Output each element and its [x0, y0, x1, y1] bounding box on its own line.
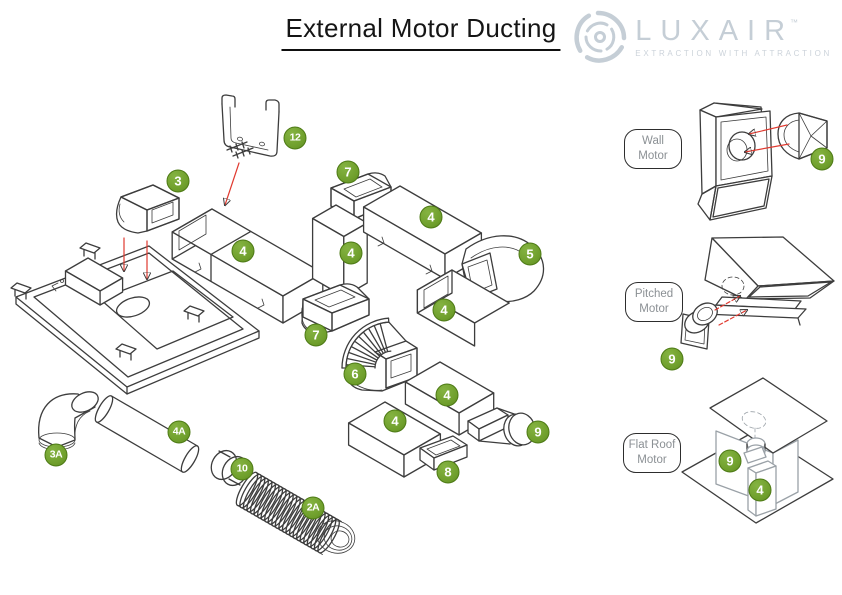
- part-badge-9: 9: [526, 420, 550, 444]
- ceiling-hood-unit: [10, 242, 260, 395]
- part-badge-12: 12: [283, 126, 307, 150]
- label-line: Motor: [639, 303, 669, 315]
- flat-duct-vertical: [311, 204, 368, 298]
- flat-elbow-7-bottom: [301, 283, 370, 335]
- part-badge-4: 4: [231, 239, 255, 263]
- part-badge-2A: 2A: [301, 496, 325, 520]
- label-flat-roof-motor: Flat Roof Motor: [623, 433, 681, 473]
- label-line: Wall: [642, 135, 664, 148]
- mounting-bracket-12: [221, 94, 280, 159]
- label-line: Pitched: [634, 288, 674, 301]
- part-badge-4: 4: [383, 409, 407, 433]
- label-line: Flat Roof: [628, 439, 676, 452]
- part-badge-5: 5: [518, 242, 542, 266]
- part-badge-10: 10: [230, 457, 254, 481]
- part-badge-4: 4: [339, 241, 363, 265]
- flexible-hose-2a: [235, 471, 356, 555]
- label-line: Motor: [638, 150, 668, 162]
- part-badge-4: 4: [432, 298, 456, 322]
- label-wall-motor: Wall Motor: [624, 129, 682, 169]
- pitched-motor-unit: [680, 236, 835, 350]
- luxair-logo: LUXAIR ™ EXTRACTION WITH ATTRACTION: [571, 8, 832, 66]
- part-badge-4: 4: [748, 478, 772, 502]
- part-badge-9: 9: [718, 449, 742, 473]
- assembly-arrows: [124, 124, 790, 326]
- part-badge-6: 6: [343, 362, 367, 386]
- wall-motor-unit: [697, 102, 828, 221]
- label-pitched-motor: Pitched Motor: [625, 282, 683, 322]
- label-line: Motor: [637, 454, 667, 466]
- pitched-adapter-9: [680, 302, 718, 350]
- flat-roof-adapter-9: [743, 437, 767, 464]
- swirl-vortex-icon: [574, 10, 627, 63]
- screws: [226, 141, 254, 159]
- part-badge-7: 7: [336, 160, 360, 184]
- part-badge-4: 4: [435, 383, 459, 407]
- part-badge-4A: 4A: [167, 420, 191, 444]
- part-badge-4: 4: [419, 205, 443, 229]
- part-badge-9: 9: [810, 147, 834, 171]
- page-title: External Motor Ducting: [281, 13, 561, 51]
- part-badge-3A: 3A: [44, 443, 68, 467]
- brand-tagline: EXTRACTION WITH ATTRACTION: [635, 48, 832, 58]
- part-badge-9: 9: [660, 347, 684, 371]
- flat-elbow-3: [115, 184, 180, 234]
- part-badge-8: 8: [436, 460, 460, 484]
- part-badge-3: 3: [166, 169, 190, 193]
- part-badge-7: 7: [304, 323, 328, 347]
- round-elbow-3a: [38, 391, 99, 451]
- trademark-symbol: ™: [790, 17, 799, 27]
- brand-name: LUXAIR: [635, 14, 795, 47]
